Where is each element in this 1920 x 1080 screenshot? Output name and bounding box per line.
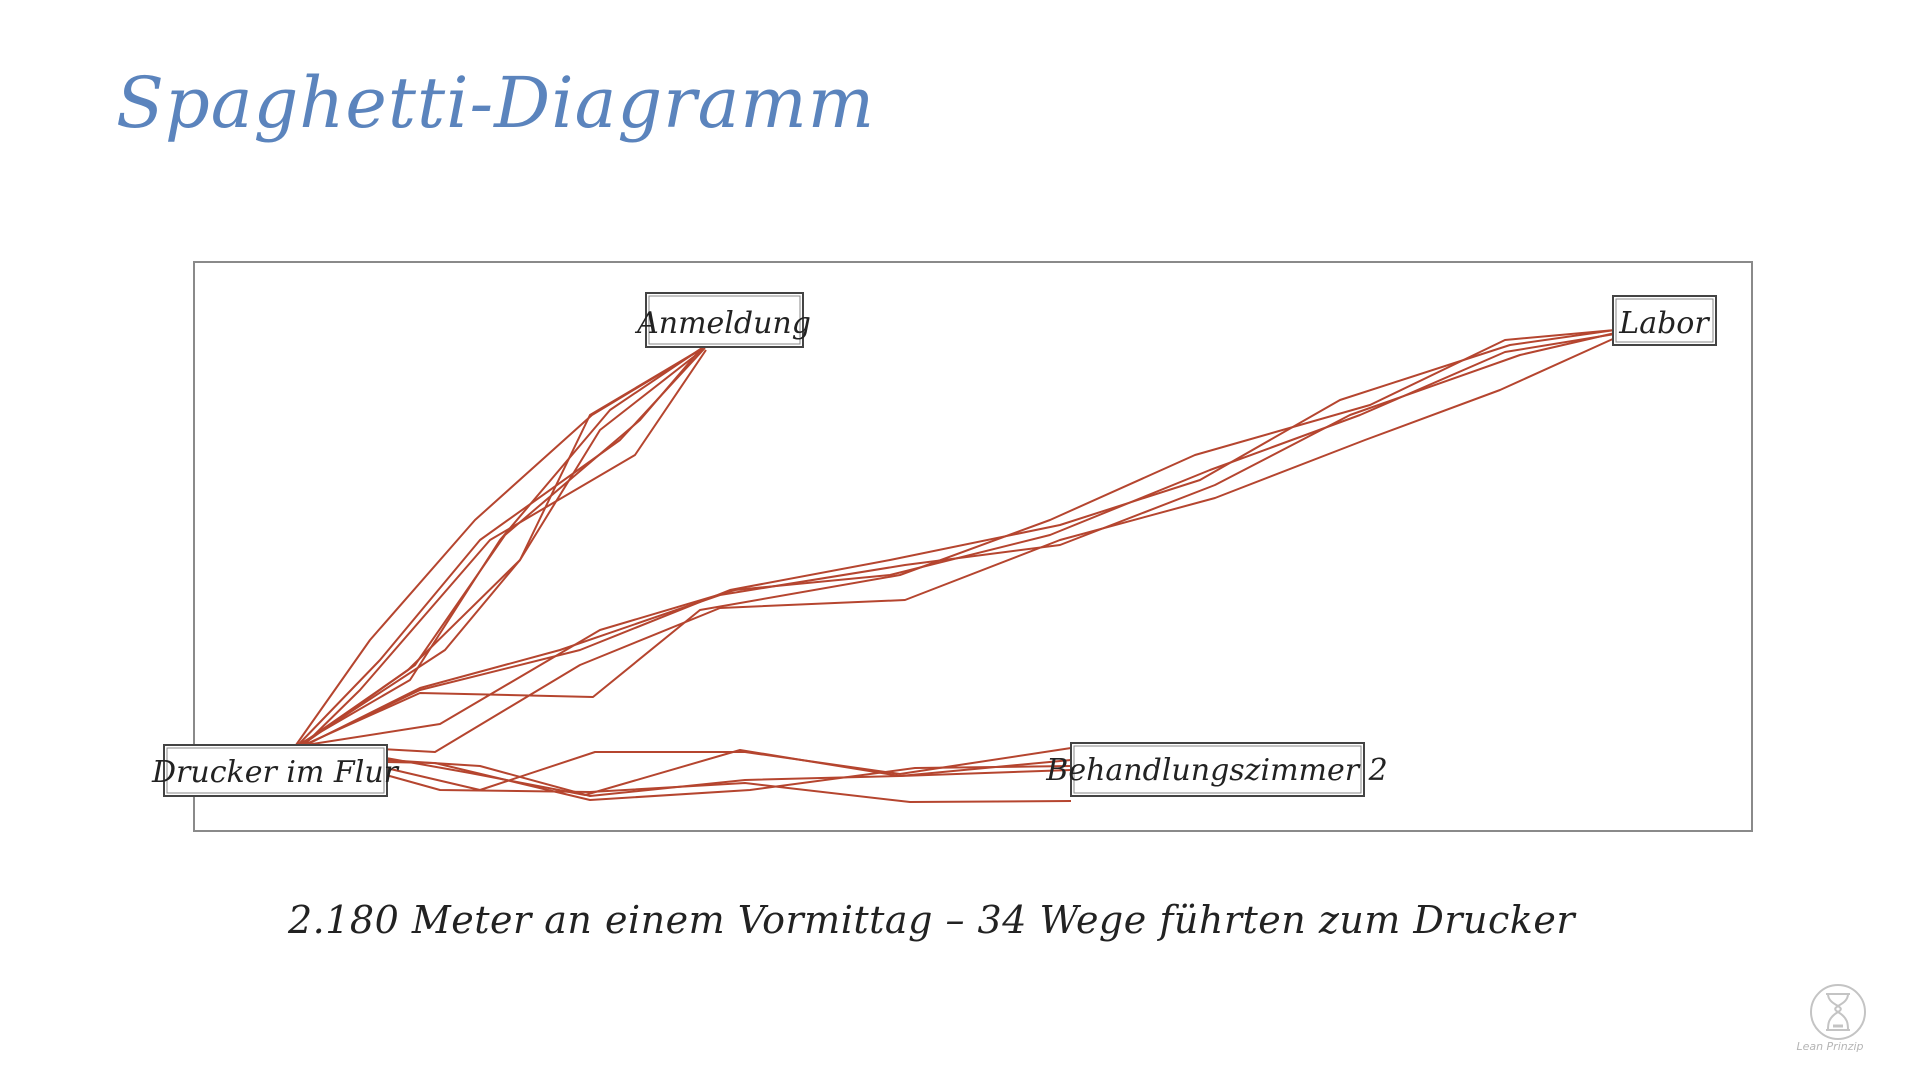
path-drucker-labor — [304, 329, 1616, 746]
label-labor: Labor — [1618, 306, 1710, 341]
path-drucker-anmeldung — [295, 349, 701, 746]
location-drucker: Drucker im Flur — [151, 744, 400, 797]
path-drucker-labor — [303, 329, 1616, 746]
path-drucker-anmeldung — [297, 348, 705, 746]
path-drucker-labor — [307, 337, 1616, 753]
path-drucker-behandlung — [385, 747, 1072, 791]
location-behandlung: Behandlungszimmer 2 — [1045, 742, 1388, 797]
location-labor: Labor — [1612, 295, 1717, 346]
path-drucker-behandlung — [385, 774, 1072, 803]
path-drucker-anmeldung — [299, 347, 706, 746]
location-anmeldung: Anmeldung — [634, 292, 811, 348]
logo-text: Lean Prinzip — [1796, 1040, 1864, 1053]
hourglass-icon — [1810, 984, 1866, 1040]
path-drucker-behandlung — [385, 761, 1072, 801]
walking-paths — [295, 329, 1616, 803]
path-drucker-anmeldung — [301, 349, 701, 746]
path-drucker-behandlung — [385, 749, 1072, 796]
label-drucker: Drucker im Flur — [151, 755, 400, 790]
floor-plan-frame — [193, 261, 1753, 832]
diagram-caption: 2.180 Meter an einem Vormittag – 34 Wege… — [288, 898, 1575, 942]
path-drucker-anmeldung — [297, 347, 703, 746]
path-drucker-labor — [305, 333, 1616, 746]
path-drucker-anmeldung — [299, 347, 704, 746]
label-anmeldung: Anmeldung — [634, 306, 811, 341]
page-title: Spaghetti-Diagramm — [116, 62, 876, 144]
path-drucker-labor — [305, 332, 1616, 746]
label-behandlung: Behandlungszimmer 2 — [1045, 753, 1387, 788]
path-drucker-anmeldung — [303, 349, 707, 746]
